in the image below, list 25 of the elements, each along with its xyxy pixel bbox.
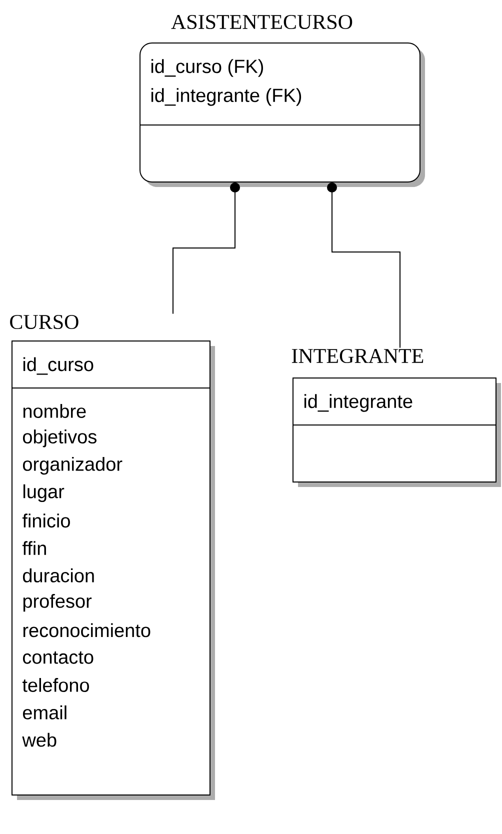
attribute-text: id_integrante (FK) bbox=[151, 88, 302, 106]
attribute-text: id_integrante bbox=[304, 394, 412, 412]
attribute-text: objetivos bbox=[23, 430, 96, 448]
entity-name: ASISTENTECURSO bbox=[171, 14, 352, 30]
attribute-text: contacto bbox=[23, 651, 94, 664]
relationship-line bbox=[327, 182, 400, 348]
attribute-text: finicio bbox=[22, 514, 70, 528]
attribute-text: web bbox=[22, 732, 56, 747]
attribute-text: lugar bbox=[23, 484, 64, 502]
attribute-text: reconocimiento bbox=[23, 623, 150, 638]
attribute-text: profesor bbox=[23, 594, 92, 612]
entity-table bbox=[292, 348, 501, 487]
attribute-text: nombre bbox=[23, 404, 86, 418]
attribute-text: telefono bbox=[22, 678, 89, 692]
entity-name: CURSO bbox=[10, 314, 78, 330]
attribute-text: ffin bbox=[22, 541, 46, 555]
attribute-text: email bbox=[23, 705, 66, 720]
attribute-text: id_curso bbox=[23, 357, 94, 375]
attribute-text: duracion bbox=[23, 568, 94, 582]
entity-table bbox=[140, 14, 425, 187]
relationship-line bbox=[172, 182, 240, 314]
entity-table bbox=[10, 314, 215, 800]
attribute-text: id_curso (FK) bbox=[151, 59, 264, 77]
entity-name: INTEGRANTE bbox=[292, 348, 424, 364]
attribute-text: organizador bbox=[23, 456, 122, 475]
